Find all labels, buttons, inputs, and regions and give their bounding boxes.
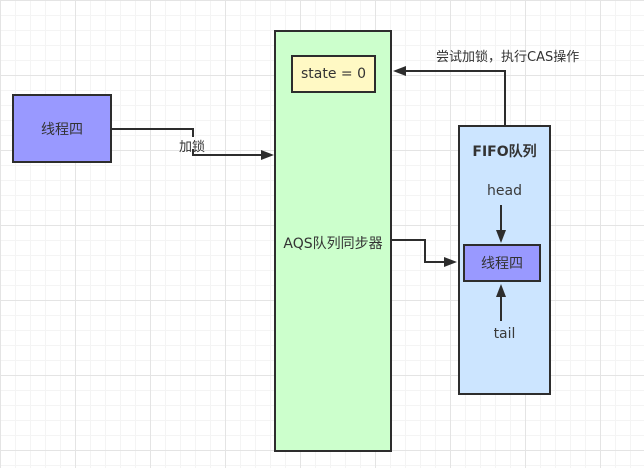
thread4-node-label: 线程四	[41, 121, 83, 138]
head-arrowhead-icon	[496, 230, 506, 243]
state-box-label: state = 0	[300, 66, 366, 82]
lock-edge-segment-3	[192, 149, 194, 156]
queued-thread4-node: 线程四	[463, 244, 541, 282]
enqueue-edge-segment-2	[424, 239, 426, 263]
cas-arrowhead-icon	[393, 66, 406, 76]
thread4-node: 线程四	[12, 94, 112, 163]
cas-edge-label: 尝试加锁，执行CAS操作	[436, 50, 580, 65]
aqs-synchronizer-label: AQS队列同步器	[283, 236, 383, 252]
tail-label: tail	[493, 326, 516, 342]
tail-arrowhead-icon	[496, 284, 506, 297]
aqs-synchronizer-node	[274, 30, 392, 452]
head-label: head	[487, 183, 522, 199]
tail-arrow-line	[500, 296, 502, 321]
cas-edge-segment-2	[405, 70, 506, 72]
lock-edge-label: 加锁	[179, 140, 206, 155]
fifo-queue-title: FIFO队列	[472, 144, 537, 160]
state-box: state = 0	[291, 55, 376, 93]
enqueue-edge-segment-3	[424, 261, 446, 263]
cas-edge-segment-1	[504, 71, 506, 125]
lock-edge-segment-1	[112, 128, 194, 130]
lock-edge-segment-2	[192, 128, 194, 137]
enqueue-arrowhead-icon	[444, 257, 457, 267]
enqueue-edge-segment-1	[392, 239, 426, 241]
lock-arrowhead-icon	[261, 150, 274, 160]
head-arrow-line	[500, 205, 502, 231]
queued-thread4-label: 线程四	[481, 256, 523, 272]
lock-edge-segment-4	[192, 154, 262, 156]
